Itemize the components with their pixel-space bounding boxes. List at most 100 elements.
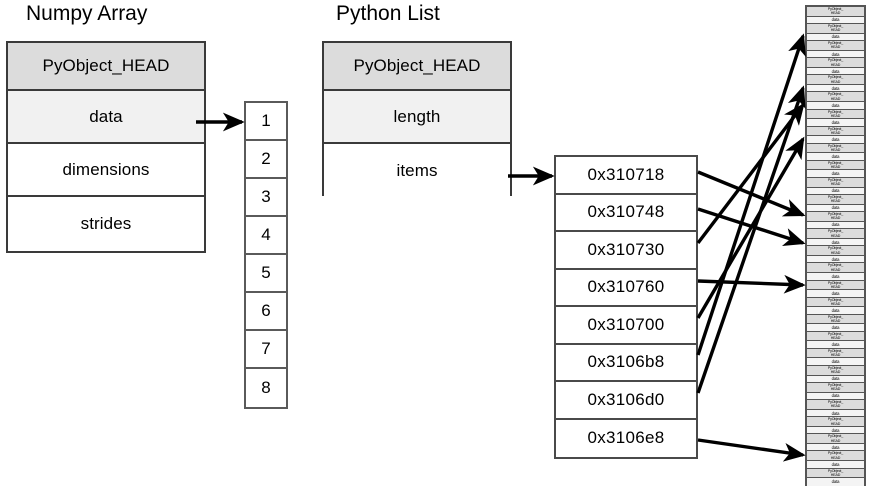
- numpy-array-struct: PyObject_HEAD data dimensions strides: [6, 41, 206, 253]
- object-data: data: [807, 238, 864, 247]
- object-data: data: [807, 153, 864, 161]
- object-data: data: [807, 324, 864, 332]
- buffer-cell: 7: [246, 331, 286, 369]
- pointer-address-column: 0x310718 0x310748 0x310730 0x310760 0x31…: [554, 155, 698, 459]
- object-pyobject-head: PyObject_ HEAD: [807, 400, 864, 410]
- python-list-struct: PyObject_HEAD length items: [322, 41, 512, 198]
- python-list-title: Python List: [336, 2, 440, 25]
- pointer-cell: 0x310760: [556, 270, 696, 307]
- arrow-pointer-to-object: [696, 136, 805, 319]
- buffer-cell: 4: [246, 217, 286, 255]
- object-data: data: [807, 102, 864, 110]
- object-data: data: [807, 409, 864, 418]
- object-data: data: [807, 33, 864, 42]
- arrow-pointer-to-object: [697, 438, 806, 462]
- object-pyobject-head: PyObject_ HEAD: [807, 7, 864, 17]
- object-data: data: [807, 187, 864, 196]
- object-data: data: [807, 204, 864, 213]
- pointer-cell: 0x310700: [556, 307, 696, 345]
- object-data: data: [807, 136, 864, 144]
- object-pyobject-head: PyObject_ HEAD: [807, 126, 864, 137]
- object-pyobject-head: PyObject_ HEAD: [807, 331, 864, 342]
- object-data: data: [807, 478, 864, 486]
- object-pyobject-head: PyObject_ HEAD: [807, 58, 864, 68]
- object-data: data: [807, 375, 864, 384]
- numpy-row-pyobject-head: PyObject_HEAD: [8, 43, 204, 91]
- object-pyobject-head: PyObject_ HEAD: [807, 468, 864, 479]
- object-pyobject-head: PyObject_ HEAD: [807, 195, 864, 205]
- object-pyobject-head: PyObject_ HEAD: [807, 365, 864, 376]
- buffer-cell: 2: [246, 141, 286, 179]
- object-pyobject-head: PyObject_ HEAD: [807, 41, 864, 51]
- buffer-cell: 5: [246, 255, 286, 293]
- object-pyobject-head: PyObject_ HEAD: [807, 314, 864, 325]
- object-pyobject-head: PyObject_ HEAD: [807, 434, 864, 444]
- arrow-pointer-to-object: [697, 274, 806, 294]
- object-pyobject-head: PyObject_ HEAD: [807, 92, 864, 103]
- object-pyobject-head: PyObject_ HEAD: [807, 417, 864, 427]
- object-pyobject-head: PyObject_ HEAD: [807, 263, 864, 273]
- object-data: data: [807, 16, 864, 25]
- object-data: data: [807, 307, 864, 315]
- object-data: data: [807, 461, 864, 469]
- object-pyobject-head: PyObject_ HEAD: [807, 280, 864, 291]
- list-row-length: length: [324, 91, 510, 144]
- numpy-row-data: data: [8, 91, 204, 144]
- numpy-array-title: Numpy Array: [26, 2, 148, 25]
- object-pyobject-head: PyObject_ HEAD: [807, 143, 864, 154]
- list-row-pyobject-head: PyObject_HEAD: [324, 43, 510, 91]
- buffer-cell: 3: [246, 179, 286, 217]
- object-data: data: [807, 392, 864, 401]
- object-data: data: [807, 255, 864, 264]
- arrow-pointer-to-object: [696, 102, 805, 245]
- object-pyobject-head: PyObject_ HEAD: [807, 246, 864, 256]
- object-pyobject-head: PyObject_ HEAD: [807, 212, 864, 222]
- arrow-pointer-to-object: [697, 170, 806, 217]
- pointer-cell: 0x3106d0: [556, 382, 696, 420]
- object-data: data: [807, 67, 864, 76]
- arrow-pointer-to-object: [696, 85, 806, 394]
- object-pyobject-head: PyObject_ HEAD: [807, 177, 864, 188]
- buffer-cell: 6: [246, 293, 286, 331]
- object-data: data: [807, 358, 864, 366]
- object-data: data: [807, 221, 864, 230]
- object-data: data: [807, 341, 864, 349]
- object-pyobject-head: PyObject_ HEAD: [807, 229, 864, 239]
- object-data: data: [807, 50, 864, 59]
- pointer-cell: 0x3106b8: [556, 345, 696, 382]
- object-pyobject-head: PyObject_ HEAD: [807, 75, 864, 85]
- object-data: data: [807, 119, 864, 127]
- arrow-pointer-to-object: [696, 33, 806, 356]
- object-pyobject-head: PyObject_ HEAD: [807, 451, 864, 462]
- arrow-pointer-to-object: [697, 207, 806, 247]
- object-data: data: [807, 170, 864, 178]
- numpy-row-strides: strides: [8, 197, 204, 251]
- object-pyobject-head: PyObject_ HEAD: [807, 24, 864, 34]
- numpy-data-buffer: 1 2 3 4 5 6 7 8: [244, 101, 288, 409]
